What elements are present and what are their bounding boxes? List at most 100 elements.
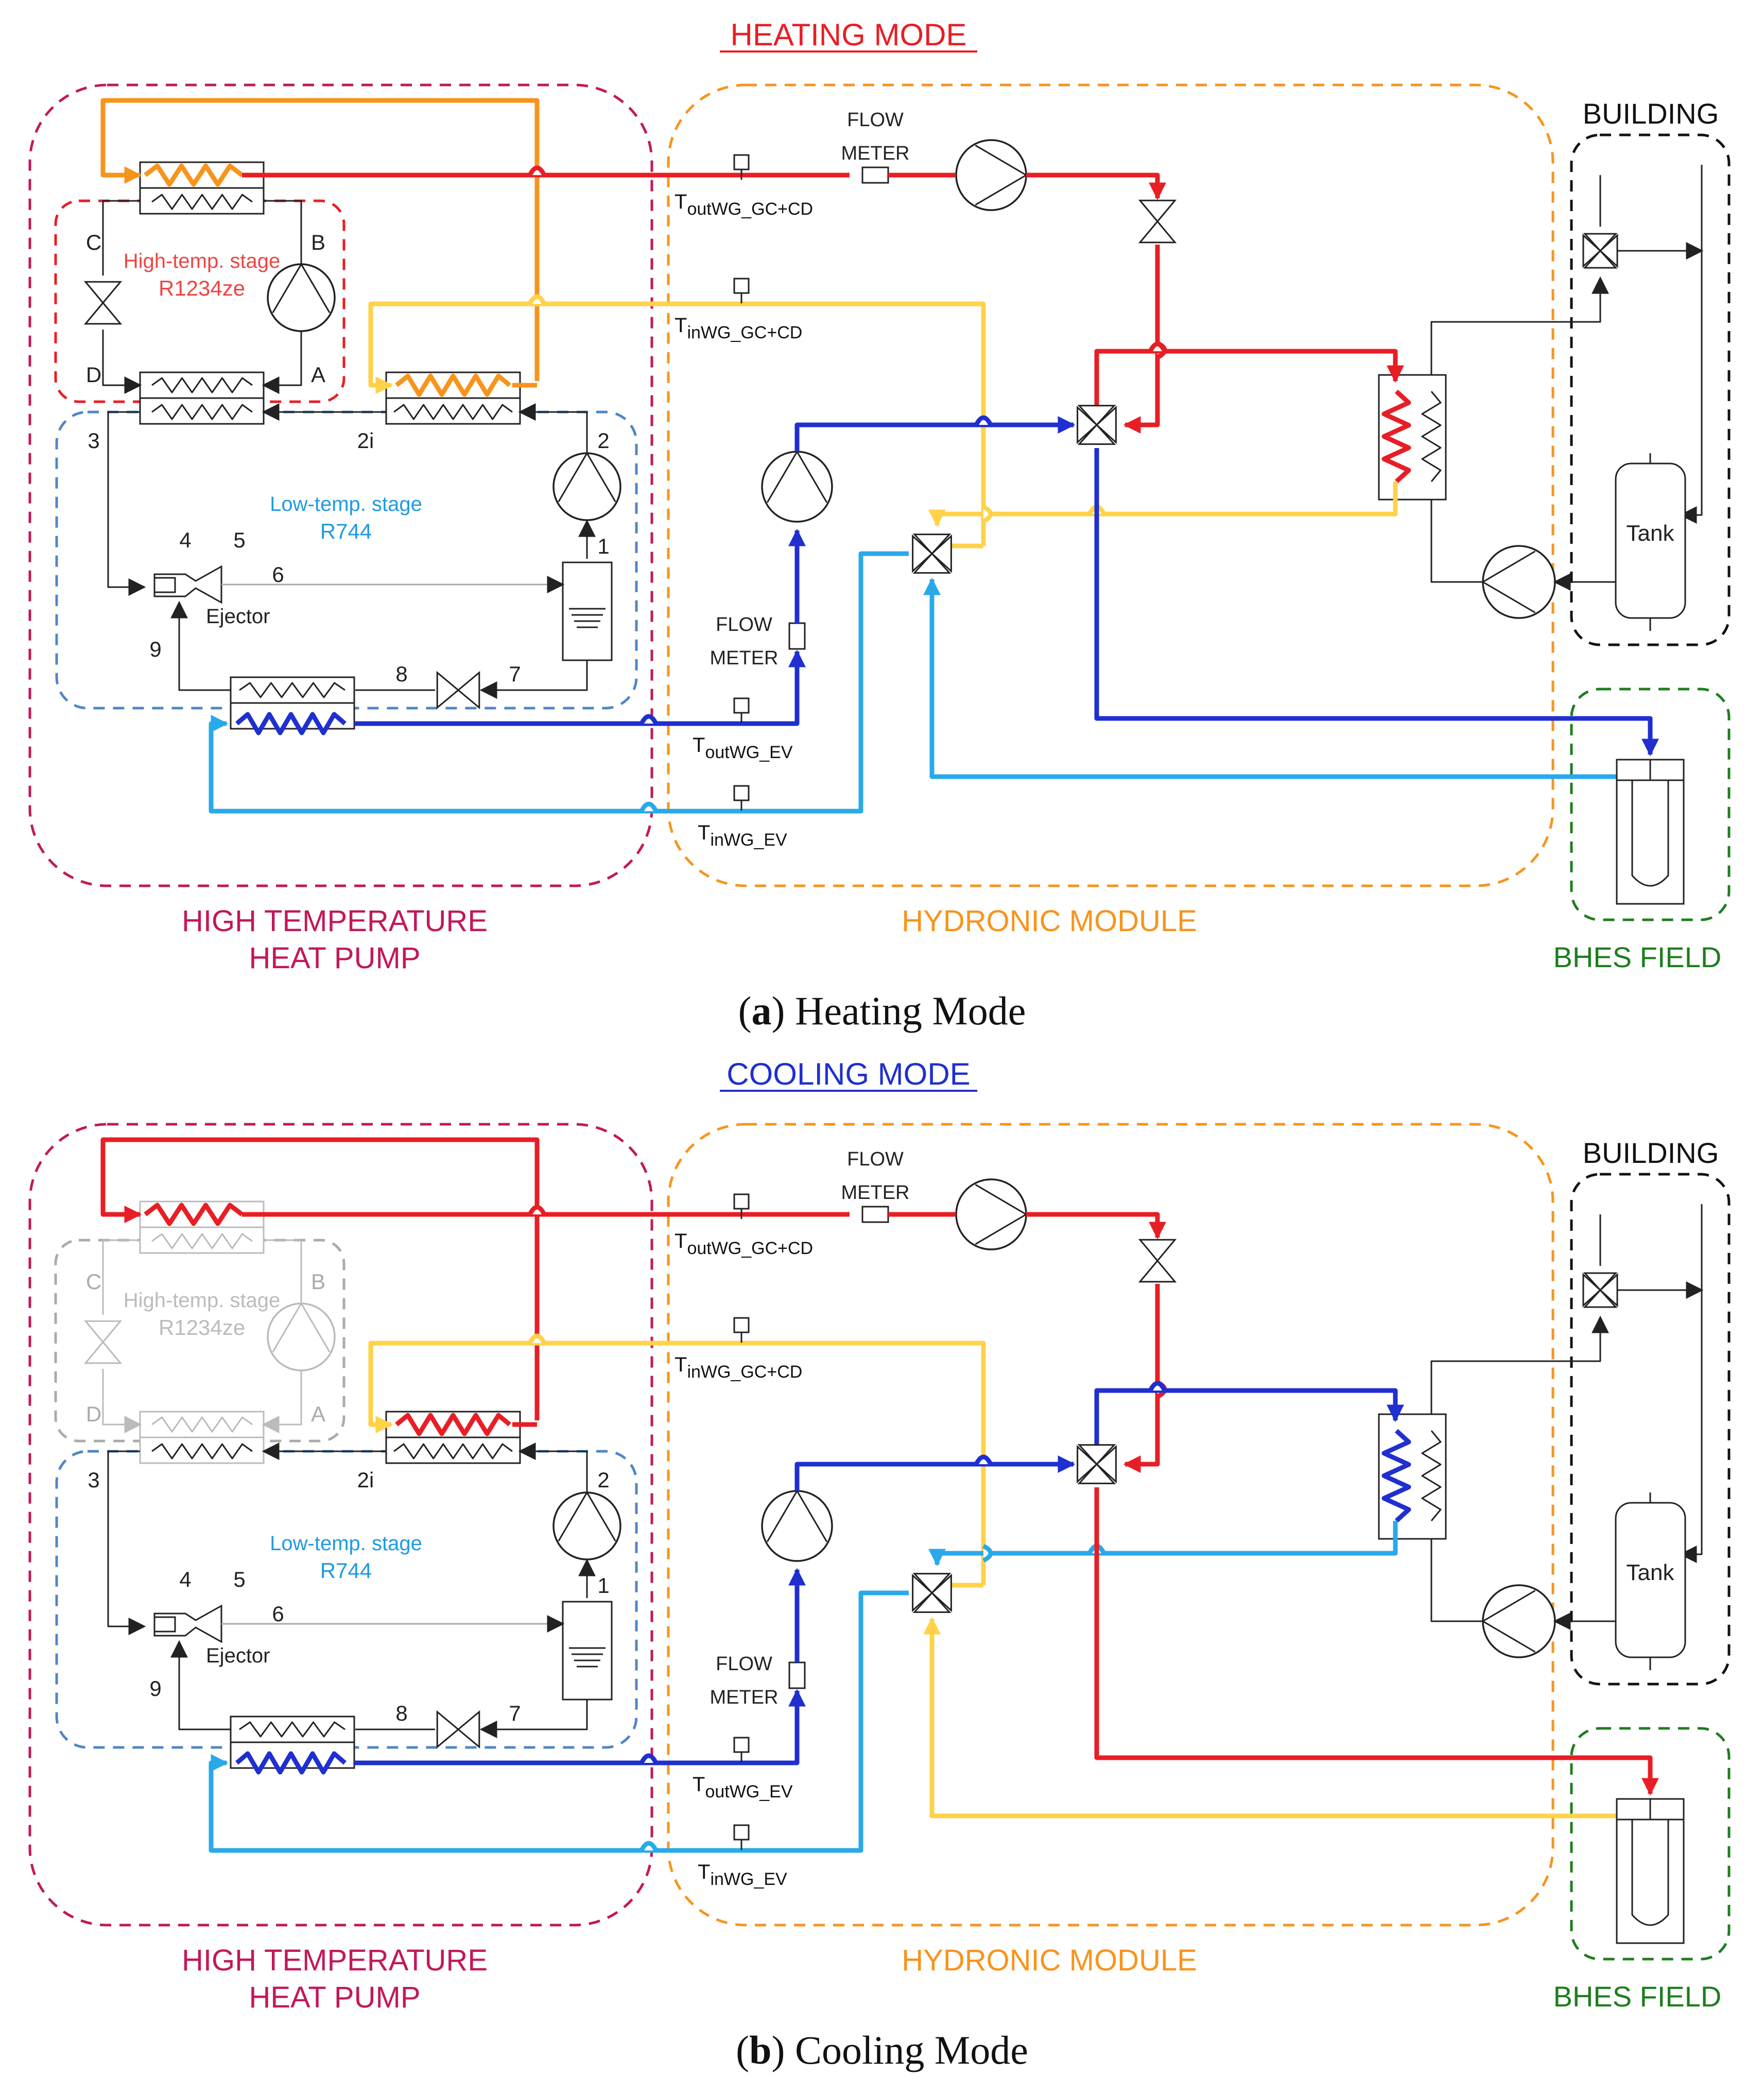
- water-evap-to-4way: [794, 416, 1076, 452]
- building-hx-return: [928, 482, 1398, 527]
- water-evap-in: [209, 551, 909, 814]
- hydronic-pump-ev: [761, 1490, 833, 1562]
- flow-meter-ev-label-2: METER: [710, 647, 779, 669]
- ht-compressor: [267, 263, 336, 332]
- borehole: [1616, 1798, 1685, 1944]
- flow-meter-gc-label-2: METER: [841, 1182, 910, 1204]
- bldg-loop-c: [1430, 1315, 1609, 1414]
- hydronic-pump-gc: [955, 139, 1027, 211]
- point-5: 5: [233, 1567, 245, 1591]
- hthp-label-1: HIGH TEMPERATURE: [182, 1944, 488, 1977]
- t-out-ev-label: ToutWG_EV: [693, 734, 793, 762]
- point-2i: 2i: [357, 1468, 374, 1492]
- four-way-valve[interactable]: [1077, 405, 1116, 426]
- hthp-region: [28, 1123, 653, 1927]
- ht-expansion-valve: [83, 281, 123, 304]
- caption-heating: (a) Heating Mode: [0, 988, 1764, 1034]
- t-in-ev-label: TinWG_EV: [698, 821, 787, 850]
- u-tube: [1631, 780, 1669, 887]
- gas-cooler-lower-coil: [393, 404, 513, 420]
- bldg-loop-a: [1430, 500, 1483, 583]
- ht-condenser-water-coil: [144, 1203, 244, 1226]
- hydronic-region: [667, 1123, 1554, 1927]
- tank-label: Tank: [1627, 1560, 1675, 1585]
- building-pump: [1482, 545, 1556, 619]
- lt-line-9: [170, 601, 231, 691]
- lt-line-7: [479, 1700, 588, 1738]
- point-6: 6: [272, 562, 284, 587]
- lt-line-2: [518, 1443, 588, 1492]
- four-way-valve[interactable]: [1077, 1444, 1116, 1466]
- caption-open: (: [736, 2028, 750, 2072]
- point-7: 7: [509, 662, 521, 686]
- building-region: [1570, 133, 1731, 646]
- building-valve[interactable]: [1583, 1272, 1618, 1292]
- bhes-label: BHES FIELD: [1553, 1980, 1722, 2013]
- sensor-t-out-ev: [733, 1737, 750, 1753]
- three-way-valve[interactable]: [912, 534, 952, 555]
- cascade-lower-coil: [151, 1443, 253, 1460]
- caption-cooling: (b) Cooling Mode: [0, 2027, 1764, 2073]
- building-hx-in: [1094, 349, 1404, 425]
- lt-line-9: [170, 1640, 231, 1730]
- bhes-label: BHES FIELD: [1553, 941, 1722, 973]
- point-B: B: [311, 1269, 325, 1294]
- ejector: [153, 1604, 222, 1643]
- lt-expansion-valve: [436, 1710, 460, 1749]
- building-region: [1570, 1173, 1731, 1686]
- ht-compressor: [267, 1302, 336, 1371]
- point-3: 3: [88, 1468, 99, 1492]
- building-pump: [1482, 1584, 1556, 1658]
- lt-stage-label-2: R744: [320, 519, 372, 543]
- ht-line-B: [264, 200, 302, 265]
- point-8: 8: [395, 662, 407, 686]
- ht-stage-label-1: High-temp. stage: [124, 250, 281, 272]
- ejector-label: Ejector: [206, 1644, 270, 1667]
- mode-title: COOLING MODE: [727, 1057, 970, 1091]
- building-valve[interactable]: [1583, 233, 1618, 252]
- building-hx-inner-coil: [1421, 1430, 1442, 1521]
- water-evap-in: [209, 1590, 909, 1853]
- t-in-gc-label: TinWG_GC+CD: [675, 1353, 802, 1382]
- bldg-loop-a: [1430, 1539, 1483, 1622]
- evaporator-water-coil: [235, 712, 347, 735]
- ht-line-D: [102, 330, 142, 394]
- flow-meter-ev: [788, 1661, 806, 1689]
- cascade-upper-coil: [151, 1416, 253, 1433]
- lt-stage-label-1: Low-temp. stage: [270, 493, 422, 516]
- lt-line-3: [107, 1450, 146, 1635]
- t-out-gc-label: ToutWG_GC+CD: [675, 1230, 813, 1258]
- water-supply-line-3: [1026, 173, 1166, 200]
- point-2i: 2i: [357, 428, 374, 453]
- evaporator-water-coil: [235, 1751, 347, 1775]
- three-way-valve[interactable]: [912, 1573, 952, 1594]
- water-line-gc-top: [100, 1137, 540, 1420]
- lt-compressor: [552, 1491, 621, 1560]
- caption-open: (: [738, 988, 752, 1033]
- gas-cooler-water-coil: [395, 373, 511, 397]
- point-9: 9: [149, 1676, 161, 1701]
- u-tube: [1631, 1820, 1669, 1926]
- t-out-gc-label: ToutWG_GC+CD: [675, 191, 813, 219]
- sensor-t-out-gc: [733, 154, 750, 170]
- hthp-label-1: HIGH TEMPERATURE: [182, 904, 488, 938]
- sensor-t-out-ev: [733, 697, 750, 714]
- water-supply-to-4way: [1123, 245, 1160, 434]
- ht-line-A: [262, 1369, 302, 1433]
- t-in-gc-label: TinWG_GC+CD: [675, 314, 802, 342]
- flow-meter-ev-label-1: FLOW: [716, 614, 772, 636]
- flow-meter-gc-label-1: FLOW: [847, 109, 904, 131]
- hydronic-valve-top: [1138, 1239, 1177, 1262]
- tank-label: Tank: [1627, 521, 1675, 546]
- building-label: BUILDING: [1583, 97, 1719, 130]
- lt-stage-region: [55, 1450, 638, 1749]
- liquid-separator: [562, 561, 613, 661]
- liquid-separator: [562, 1601, 613, 1701]
- borehole: [1616, 759, 1685, 905]
- point-D: D: [86, 363, 101, 387]
- bldg-loop-f: [1679, 165, 1703, 524]
- mode-title: HEATING MODE: [731, 18, 967, 52]
- flow-meter-ev: [788, 622, 806, 650]
- point-1: 1: [597, 534, 609, 558]
- ht-line-C: [102, 1239, 140, 1315]
